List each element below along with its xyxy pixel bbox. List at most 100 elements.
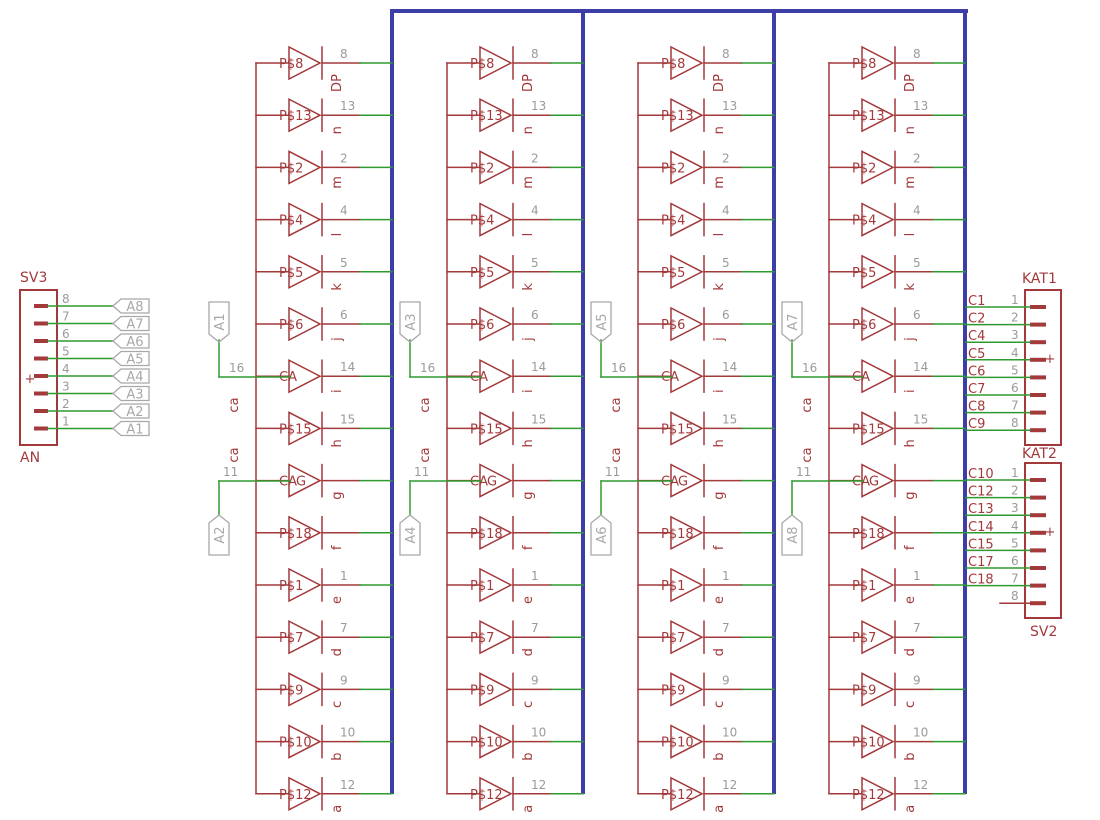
led-segment-letter: g <box>521 491 536 499</box>
led-triangle <box>670 776 704 812</box>
sv2-pin-marker <box>1030 566 1046 570</box>
led-segment-letter: n <box>712 126 727 134</box>
anode-net-label-top: A3 <box>399 301 421 343</box>
sv2-pin-number: 4 <box>1011 519 1019 533</box>
net-label-outline <box>399 301 421 343</box>
led-pad-name: P$4 <box>470 214 494 229</box>
led-segment-letter: h <box>521 439 536 447</box>
led-pad-name: P$2 <box>279 161 303 176</box>
led-segment: P$11e <box>255 567 393 604</box>
led-segment-letter: e <box>712 596 727 604</box>
led-triangle <box>288 672 322 707</box>
net-label-outline <box>112 315 150 332</box>
led-pad-name: P$5 <box>852 266 876 281</box>
led-segment: P$66j <box>828 306 966 342</box>
sv2-pin-number: 5 <box>1011 536 1019 550</box>
led-triangle <box>670 619 704 655</box>
sv2-pin-number: 3 <box>1011 501 1019 515</box>
net-label-text: A2 <box>126 405 143 420</box>
digit-column: P$88DPP$1313nP$22mP$44lP$55kP$66jCA14iP$… <box>791 9 967 813</box>
led-segment-letter: e <box>521 596 536 604</box>
led-segment-letter: g <box>903 491 918 499</box>
led-pin-number: 7 <box>340 621 348 635</box>
led-pin-number: 13 <box>531 99 546 113</box>
led-pad-name: P$4 <box>852 214 876 229</box>
net-label-text: A1 <box>126 423 143 438</box>
net-label-outline <box>208 301 230 343</box>
led-pin-number: 8 <box>913 47 921 61</box>
kat1-pin-marker <box>1030 428 1046 433</box>
led-extra-name: G <box>296 475 306 490</box>
led-segment-letter: f <box>521 545 536 550</box>
led-segment-letter: i <box>330 389 345 393</box>
anode-net-label-top: A1 <box>208 301 230 343</box>
anode-net-label-bottom: A6 <box>590 514 612 556</box>
sv2-net-name: C14 <box>968 520 994 535</box>
led-pad-name: P$7 <box>279 631 303 646</box>
sv3-net-label: A3 <box>112 385 150 403</box>
net-label-outline <box>590 301 612 343</box>
sv3-name: SV3 <box>20 270 47 286</box>
led-pad-name: P$5 <box>470 266 494 281</box>
led-pin-number: 9 <box>722 673 730 687</box>
kat1-pin-number: 8 <box>1011 416 1019 430</box>
sv3-pin-number: 5 <box>62 345 70 359</box>
led-pin-number: 14 <box>913 360 928 374</box>
led-triangle <box>479 358 513 394</box>
led-pin-number: 4 <box>913 204 921 218</box>
kat1-net-name: C8 <box>968 400 985 415</box>
net-label-text: A8 <box>786 526 801 543</box>
led-segment-letter: a <box>712 805 727 813</box>
kat1-plus: + <box>1045 352 1056 367</box>
sv2-pin-number: 7 <box>1011 572 1019 586</box>
led-segment-letter: f <box>903 545 918 550</box>
led-triangle <box>861 567 895 603</box>
led-pin-number: 13 <box>913 99 928 113</box>
led-segment: P$44l <box>637 202 775 237</box>
led-segment: P$77d <box>637 619 775 656</box>
led-segment-letter: a <box>903 805 918 813</box>
kat1-pin-number: 3 <box>1011 328 1019 342</box>
led-triangle <box>670 202 704 237</box>
led-segment: P$77d <box>255 619 393 656</box>
led-pin-number: 4 <box>340 204 348 218</box>
net-label-outline <box>112 350 150 367</box>
led-pad-name: P$6 <box>279 318 303 333</box>
led-pin-number: 4 <box>722 204 730 218</box>
led-pin-number: 6 <box>340 308 348 322</box>
led-triangle <box>479 411 513 446</box>
led-pad-name: P$1 <box>852 579 876 594</box>
led-pin-number: 14 <box>340 360 355 374</box>
net-label-outline <box>112 333 150 349</box>
led-pin-number: 5 <box>531 256 539 270</box>
kat1-pin-marker <box>1030 340 1046 345</box>
led-triangle <box>861 776 895 812</box>
sv3-pin-marker <box>34 339 48 343</box>
led-triangle <box>861 358 895 394</box>
net-label-outline <box>208 514 230 556</box>
led-pin-number: 1 <box>340 569 348 583</box>
led-segment: P$11e <box>637 567 775 604</box>
led-pad-name: P$12 <box>661 788 694 803</box>
led-segment-letter: h <box>712 439 727 447</box>
led-extra-name: G <box>487 475 497 490</box>
kat1-pin-marker <box>1030 393 1046 397</box>
led-pin-number: 12 <box>913 778 928 792</box>
led-pad-name: P$12 <box>470 788 503 803</box>
led-segment-letter: b <box>903 752 918 760</box>
led-pad-name: P$18 <box>470 527 503 542</box>
sv2-pin-number: 8 <box>1011 589 1019 603</box>
led-extra-name: G <box>869 475 879 490</box>
led-segment: P$77d <box>446 619 584 656</box>
sv2-net-name: C18 <box>968 573 994 588</box>
